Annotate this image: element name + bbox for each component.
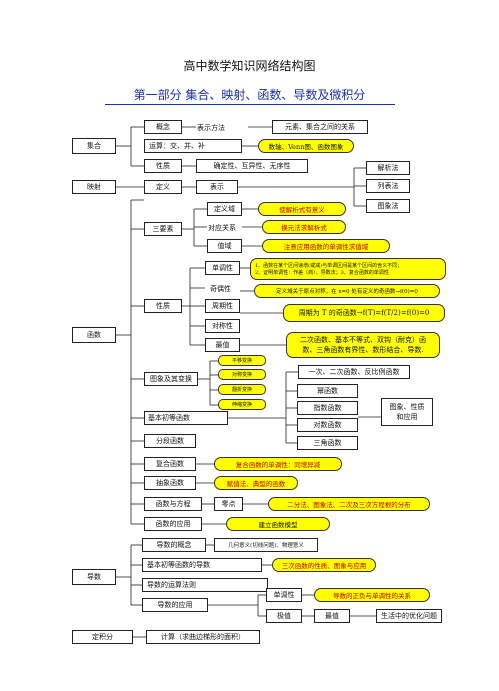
node-deriv-extreme: 极值 (266, 609, 302, 623)
node-func-piecewise: 分段函数 (144, 434, 196, 448)
node-func-extreme: 最值 (205, 338, 240, 352)
node-deriv-mono: 单调性 (266, 588, 302, 602)
node-function: 函数 (72, 327, 116, 343)
page-title: 高中数学知识网络结构图 (183, 59, 316, 73)
node-deriv-basic: 基本初等函数的导数 (142, 558, 262, 572)
node-mapping-def: 定义 (144, 180, 182, 194)
node-set: 集合 (72, 138, 116, 154)
page-subtitle: 第一部分 集合、映射、函数、导数及微积分 (133, 88, 366, 102)
node-func-composite: 复合函数 (144, 457, 196, 471)
node-basic-apply-line1: 图象、性质 (389, 403, 425, 411)
tip-extreme: 二次函数、基本不等式、双钩（耐克）函 数、三角函数有界性、数形结合、导数. (286, 332, 440, 358)
tip-t-flip: 翻折变换 (218, 384, 266, 395)
tip-mono-line1: 1、函数在某个区间递增(或减)与单调区间是某个区间的含义不同； (255, 263, 403, 269)
tip-deriv-mono: 导数的正负与单调性的关系 (314, 588, 430, 602)
node-func-range: 值域 (207, 239, 242, 253)
tip-abstract: 赋值法、典型的函数 (214, 476, 298, 490)
node-func-abstract: 抽象函数 (144, 476, 196, 490)
tip-corr: 换元法求解析式 (262, 220, 346, 234)
subtitle-underline (105, 104, 395, 105)
tip-t-scale: 伸缩变换 (218, 399, 266, 410)
tip-zero: 二分法、图象法、二次及三次方程根的分布 (268, 497, 430, 511)
node-mapping-list: 列表法 (366, 179, 410, 193)
node-func-period: 周期性 (205, 299, 240, 313)
node-func-corr: 对应关系 (208, 224, 236, 232)
node-basic-linear: 一次、二次函数、反比例函数 (298, 365, 410, 379)
node-set-elems: 元素、集合之间的关系 (272, 120, 368, 134)
tip-extreme-line2: 数、三角函数有界性、数形结合、导数. (302, 346, 424, 354)
node-func-odd: 奇偶性 (210, 285, 231, 293)
tip-odd: 定义域关于原点对称，在 x=0 处有定义的奇函数→f(0)=0 (254, 284, 440, 298)
node-func-domain: 定义域 (207, 202, 242, 216)
node-func-equation: 函数与方程 (144, 497, 202, 511)
node-func-props: 性质 (144, 299, 182, 313)
node-mapping-graph: 图象法 (366, 199, 410, 213)
tip-t-shift: 平移变换 (218, 355, 266, 366)
node-set-venn: 数轴、Venn图、函数图象 (258, 139, 354, 153)
tip-mono: 1、函数在某个区间递增(或减)与单调区间是某个区间的含义不同； 2、证明单调性：… (250, 258, 446, 280)
tip-mono-line2: 2、证明单调性：作差（商）、导数法；3、复合函数的单调性 (255, 270, 389, 276)
node-basic-exp: 指数函数 (297, 401, 358, 415)
node-set-repr: 表示方法 (197, 124, 225, 132)
node-integral: 定积分 (72, 630, 133, 644)
tip-application: 建立函数模型 (226, 517, 330, 531)
node-set-prop: 性质 (144, 159, 182, 173)
node-func-basic: 基本初等函数 (144, 411, 228, 425)
node-mapping-analytic: 解析法 (366, 161, 410, 175)
node-deriv-life: 生活中的优化问题 (376, 609, 442, 623)
tip-extreme-line1: 二次函数、基本不等式、双钩（耐克）函 (300, 336, 426, 344)
node-derivative: 导数 (72, 569, 116, 585)
tip-period: 周期为 T 的奇函数→f(T)=f(T/2)=f(0)=0 (283, 304, 445, 322)
node-func-sym: 对称性 (205, 319, 240, 333)
node-basic-pow: 幂函数 (297, 384, 358, 398)
node-deriv-rules: 导数的运算法则 (142, 578, 268, 592)
node-deriv-max: 最值 (314, 609, 350, 623)
node-set-concept: 概念 (144, 120, 182, 134)
node-func-zero: 零点 (214, 497, 243, 511)
tip-composite: 复合函数的单调性：同增异减 (214, 457, 342, 471)
tip-range: 注意应用函数的单调性求值域 (262, 239, 390, 253)
node-func-application: 函数的应用 (144, 517, 202, 531)
node-basic-apply-line2: 和应用 (396, 413, 418, 421)
node-func-transform: 图象及其变换 (144, 372, 198, 386)
node-mapping-repr: 表示 (196, 180, 238, 194)
tip-deriv-basic: 三次函数的性质、图象与应用 (272, 558, 376, 572)
node-set-ops: 运算：交、并、补 (144, 139, 242, 153)
node-basic-apply: 图象、性质 和应用 (381, 398, 433, 426)
tip-t-sym: 对称变换 (218, 369, 266, 380)
node-basic-trig: 三角函数 (297, 436, 358, 450)
node-func-three: 三要素 (144, 222, 182, 236)
node-deriv-concept: 导数的概念 (142, 538, 206, 552)
node-func-mono: 单调性 (205, 261, 240, 275)
node-integral-calc: 计算（求曲边梯形的面积） (146, 630, 260, 644)
tip-domain: 使解析式有意义 (258, 202, 346, 216)
node-deriv-app: 导数的应用 (142, 598, 208, 612)
node-deriv-concept-tip: 几何意义(切线问题)、物理意义 (214, 538, 318, 552)
node-set-prop-vals: 确定性、互异性、无序性 (196, 159, 308, 173)
node-basic-log: 对数函数 (297, 418, 358, 432)
node-mapping: 映射 (72, 180, 116, 194)
